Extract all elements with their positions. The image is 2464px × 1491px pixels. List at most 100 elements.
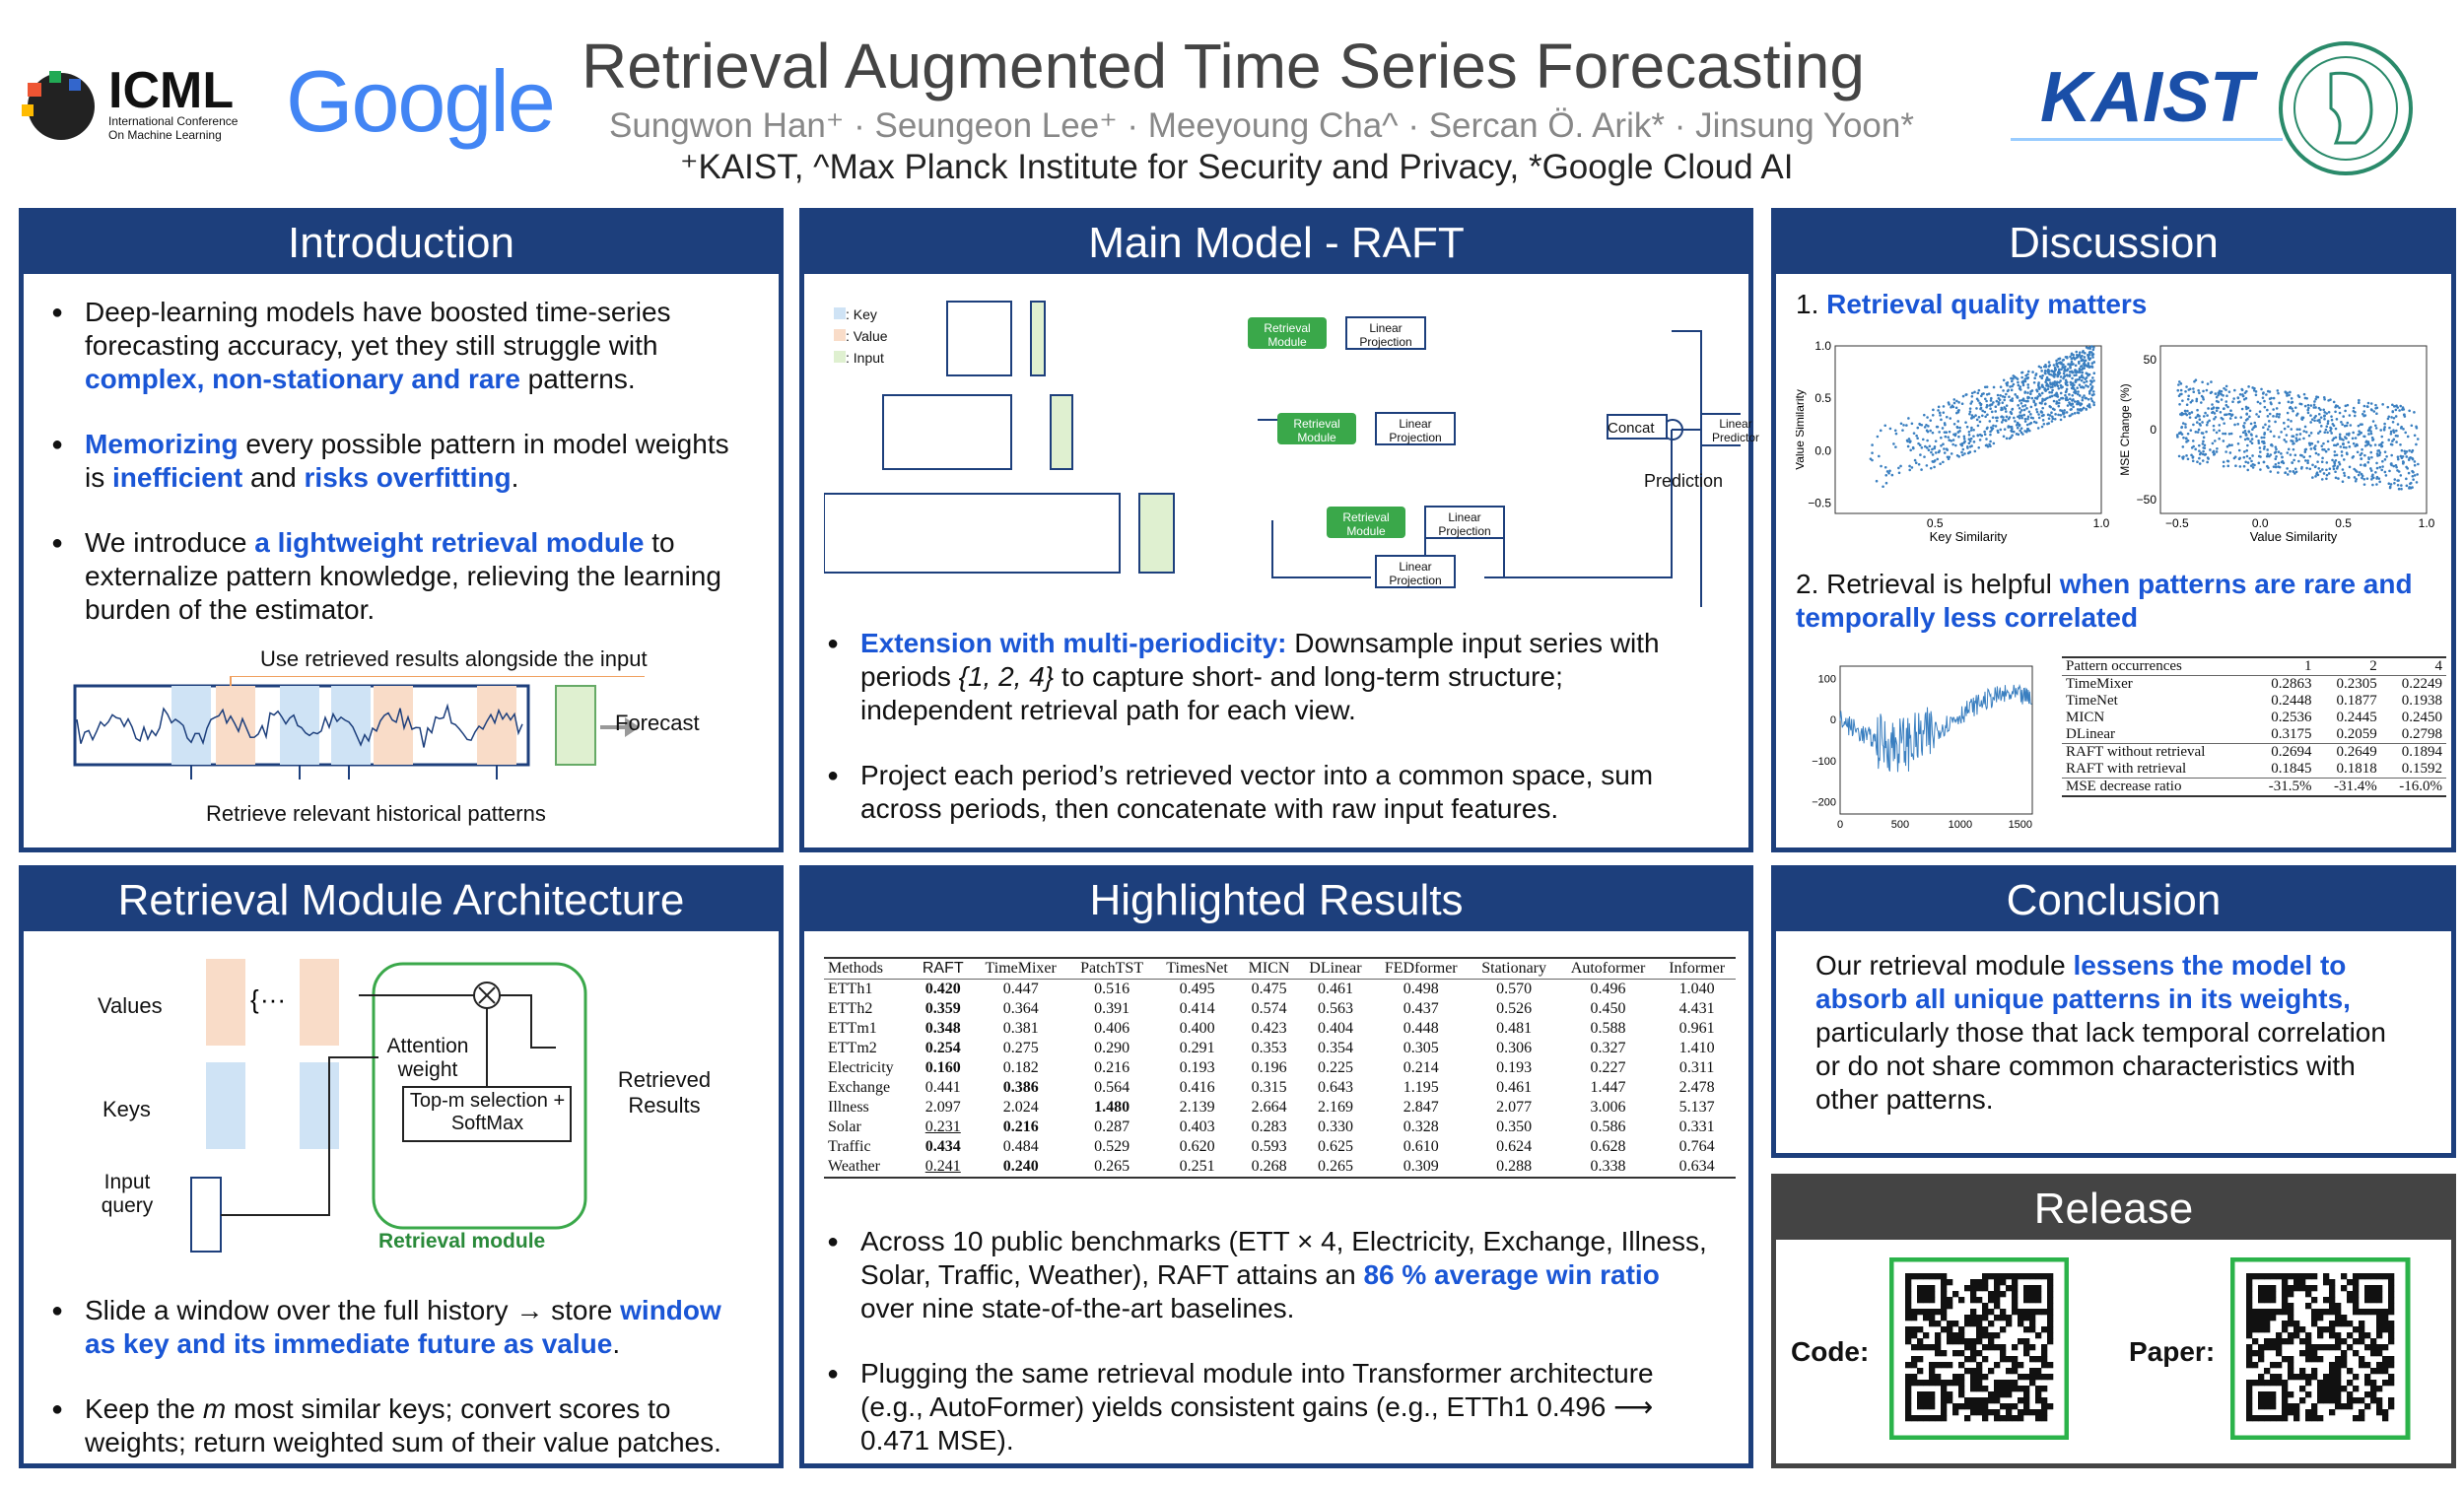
bullet: Across 10 public benchmarks (ETT × 4, El… bbox=[819, 1225, 1719, 1325]
scatter-point bbox=[2400, 487, 2403, 491]
scatter-point bbox=[2181, 422, 2185, 425]
paper-qr-code[interactable] bbox=[2230, 1257, 2412, 1440]
scatter-point bbox=[1920, 445, 1924, 449]
scatter-point bbox=[2218, 389, 2222, 393]
scatter-point bbox=[1909, 448, 1912, 452]
scatter-point bbox=[2036, 427, 2040, 430]
scatter-point bbox=[2298, 402, 2302, 406]
table-cell: 0.1818 bbox=[2336, 761, 2377, 777]
scatter-point bbox=[1893, 429, 1897, 433]
scatter-point bbox=[2017, 380, 2019, 384]
table-cell: 0.563 bbox=[1317, 1000, 1353, 1017]
scatter-point bbox=[1906, 444, 1910, 448]
introduction-panel: Introduction Deep-learning models have b… bbox=[19, 208, 784, 852]
scatter-point bbox=[1942, 442, 1945, 446]
table-cell: 0.240 bbox=[1002, 1158, 1039, 1175]
scatter-point bbox=[2389, 430, 2393, 434]
scatter-point bbox=[2319, 416, 2323, 419]
scatter-point bbox=[1912, 446, 1915, 450]
scatter-point bbox=[2049, 381, 2052, 384]
scatter-point bbox=[2063, 368, 2067, 371]
scatter-point bbox=[2259, 402, 2262, 405]
scatter-point bbox=[2214, 415, 2218, 419]
scatter-point bbox=[1981, 409, 1984, 413]
scatter-point bbox=[2191, 440, 2195, 442]
discussion-panel: Discussion 1. Retrieval quality matters … bbox=[1771, 208, 2456, 852]
scatter-point bbox=[1899, 422, 1903, 426]
scatter-point bbox=[1940, 418, 1943, 422]
scatter-point bbox=[2072, 405, 2075, 409]
table-cell: 0.306 bbox=[1496, 1040, 1533, 1056]
scatter-point bbox=[1986, 404, 1989, 408]
scatter-point bbox=[1913, 458, 1917, 462]
scatter-point bbox=[2234, 416, 2237, 419]
scatter-point bbox=[2318, 418, 2321, 422]
scatter-point bbox=[1983, 433, 1987, 437]
scatter-point bbox=[2212, 429, 2216, 432]
scatter-point bbox=[2034, 373, 2037, 377]
scatter-point bbox=[1997, 396, 2001, 400]
bullet: Deep-learning models have boosted time-s… bbox=[43, 296, 749, 396]
scatter-point bbox=[2026, 415, 2030, 419]
scatter-point bbox=[2227, 433, 2231, 436]
scatter-point bbox=[1883, 424, 1887, 428]
scatter-point bbox=[2018, 414, 2021, 417]
scatter-point bbox=[2246, 461, 2250, 464]
scatter-point bbox=[1917, 441, 1920, 445]
scatter-point bbox=[1968, 410, 1972, 414]
scatter-point bbox=[2008, 437, 2012, 441]
scatter-point bbox=[1956, 420, 1960, 423]
scatter-point bbox=[2300, 418, 2304, 421]
scatter-point bbox=[2060, 368, 2063, 372]
scatter-point bbox=[2016, 396, 2019, 399]
scatter-point bbox=[2211, 411, 2214, 415]
scatter-point bbox=[2266, 448, 2269, 451]
code-label: Code: bbox=[1791, 1336, 1870, 1367]
google-logo: Google bbox=[286, 52, 556, 150]
scatter-point bbox=[2291, 407, 2293, 410]
scatter-point bbox=[1957, 435, 1960, 439]
scatter-point bbox=[2297, 438, 2301, 441]
scatter-point bbox=[2021, 383, 2025, 387]
scatter-point bbox=[2177, 383, 2180, 386]
scatter-point bbox=[2040, 425, 2044, 429]
scatter-point bbox=[2338, 411, 2342, 415]
scatter-point bbox=[2081, 385, 2085, 388]
scatter-point bbox=[2266, 428, 2270, 431]
table-cell: 1.447 bbox=[1590, 1079, 1626, 1096]
scatter-point bbox=[2042, 413, 2045, 417]
scatter-point bbox=[2250, 438, 2254, 441]
scatter-point bbox=[2215, 450, 2219, 453]
scatter-point bbox=[2375, 475, 2379, 479]
scatter-point bbox=[2088, 382, 2092, 386]
figure-caption-bottom: Retrieve relevant historical patterns bbox=[206, 801, 546, 826]
scatter-point bbox=[2006, 383, 2009, 387]
scatter-point bbox=[2400, 448, 2404, 452]
scatter-point bbox=[2064, 355, 2068, 359]
code-qr-code[interactable] bbox=[1889, 1257, 2069, 1440]
scatter-point bbox=[2326, 431, 2329, 435]
scatter-point bbox=[2089, 397, 2093, 400]
scatter-point bbox=[1968, 407, 1972, 410]
scatter-point bbox=[2233, 423, 2236, 427]
scatter-point bbox=[2290, 439, 2293, 442]
y-tick-label: 0 bbox=[1830, 714, 1836, 726]
scatter-point bbox=[2178, 402, 2181, 406]
scatter-point bbox=[2215, 409, 2219, 413]
scatter-point bbox=[2023, 420, 2027, 423]
scatter-point bbox=[1970, 414, 1974, 417]
scatter-point bbox=[2385, 454, 2388, 458]
scatter-point bbox=[2079, 356, 2083, 359]
table-cell: 1.410 bbox=[1678, 1040, 1715, 1056]
topm-softmax-box: Top-m selection + SoftMax bbox=[409, 1090, 566, 1134]
scatter-point bbox=[2330, 415, 2333, 418]
scatter-point bbox=[2260, 436, 2264, 440]
scatter-point bbox=[2070, 386, 2074, 390]
scatter-point bbox=[2357, 401, 2361, 405]
release-panel: Release Code: Paper: bbox=[1771, 1174, 2456, 1468]
scatter-point bbox=[2329, 429, 2332, 433]
scatter-point bbox=[2276, 412, 2279, 416]
scatter-point bbox=[2034, 421, 2038, 425]
scatter-point bbox=[2003, 428, 2007, 431]
